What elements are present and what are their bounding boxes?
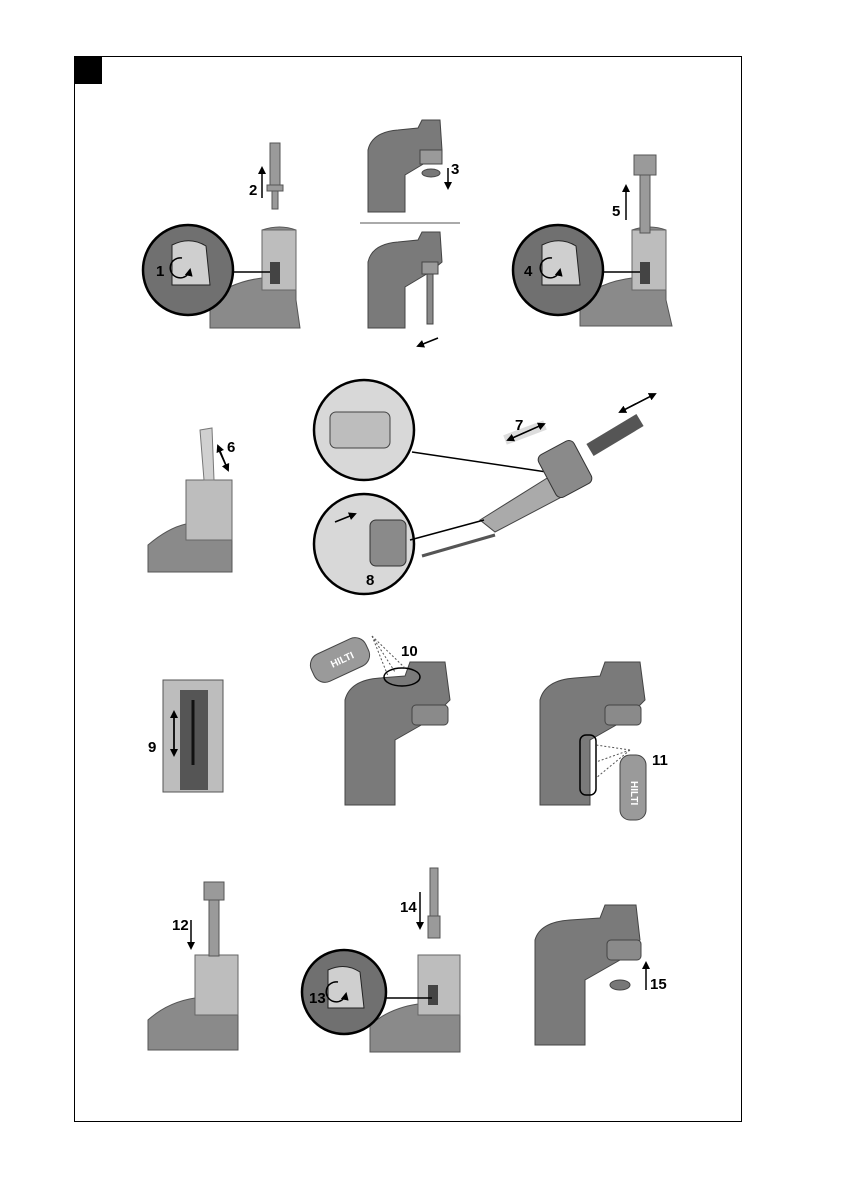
- panel-clean-piston: [314, 380, 655, 594]
- step-3: 3: [451, 161, 459, 178]
- step-2: 2: [249, 182, 257, 199]
- step-9: 9: [148, 739, 156, 756]
- panel-refit-cap: [535, 905, 646, 1045]
- step-10: 10: [401, 643, 418, 660]
- step-15: 15: [650, 976, 667, 993]
- panel-insert-piston: [148, 882, 238, 1050]
- step-4: 4: [524, 263, 533, 280]
- step-11: 11: [652, 752, 668, 769]
- panel-spray-top: HILTI: [306, 634, 450, 805]
- step-8: 8: [366, 572, 374, 589]
- panel-clean-guide: [148, 428, 232, 572]
- brand-label-side: HILTI: [628, 781, 639, 805]
- panel-spray-side: HILTI: [540, 662, 646, 820]
- step-12: 12: [172, 917, 189, 934]
- step-14: 14: [400, 899, 417, 916]
- step-7: 7: [515, 417, 523, 434]
- step-5: 5: [612, 203, 620, 220]
- panel-remove-cap: [360, 120, 460, 346]
- step-1: 1: [156, 263, 164, 280]
- step-6: 6: [227, 439, 235, 456]
- panel-remove-rod: [143, 143, 300, 328]
- step-13: 13: [309, 990, 326, 1007]
- panel-remove-piston: [513, 155, 672, 326]
- panel-insert-rod: [302, 868, 460, 1052]
- panel-clean-bore: [163, 680, 223, 792]
